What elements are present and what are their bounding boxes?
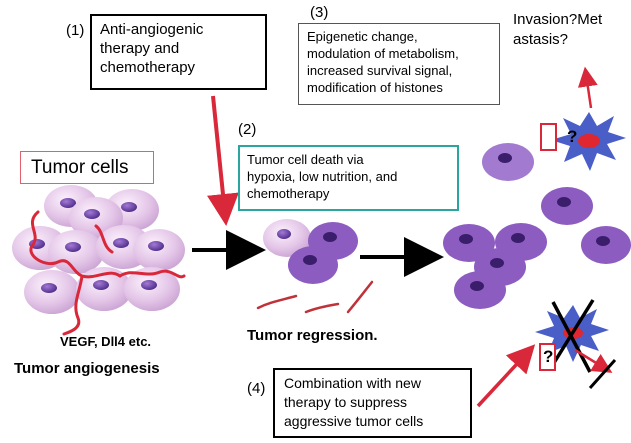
invasion-line: astasis? bbox=[513, 31, 569, 48]
question-box bbox=[540, 123, 557, 151]
therapy-arrow bbox=[207, 95, 239, 226]
tumor-regression-label: Tumor regression. bbox=[247, 327, 378, 344]
vegf-label: VEGF, Dll4 etc. bbox=[60, 334, 152, 349]
tumor-cell bbox=[24, 270, 80, 314]
step4-box: Combination with new therapy to suppress… bbox=[273, 368, 472, 438]
step2-line: chemotherapy bbox=[247, 186, 330, 201]
blood-vessels bbox=[29, 210, 186, 336]
tumor-cell bbox=[48, 230, 104, 274]
tumor-cell bbox=[454, 271, 506, 309]
step4-line: Combination with new bbox=[284, 375, 421, 391]
tumor-cell bbox=[443, 224, 495, 262]
invasion-label: Invasion?Met astasis? bbox=[513, 10, 602, 50]
tumor-cell bbox=[263, 219, 311, 257]
step2-line: Tumor cell death via bbox=[247, 152, 364, 167]
tumor-cell bbox=[133, 229, 185, 271]
invasion-line: Invasion?Met bbox=[513, 11, 603, 28]
regressing-cell-cluster bbox=[263, 219, 358, 284]
invasion-arrow bbox=[577, 66, 598, 109]
step2-number: (2) bbox=[238, 121, 257, 138]
tumor-cell-cluster bbox=[12, 185, 185, 314]
vessel-fragments bbox=[256, 280, 374, 314]
step2-line: hypoxia, low nutrition, and bbox=[247, 169, 398, 184]
tumor-cell bbox=[581, 226, 631, 264]
step3-line: increased survival signal, bbox=[307, 63, 453, 78]
tumor-cell bbox=[288, 246, 338, 284]
cross-out-line bbox=[550, 299, 595, 367]
surviving-cell-cluster bbox=[443, 143, 631, 309]
tumor-cell bbox=[541, 187, 593, 225]
step3-line: Epigenetic change, bbox=[307, 29, 418, 44]
step3-line: modification of histones bbox=[307, 80, 443, 95]
step3-number: (3) bbox=[310, 4, 329, 21]
step4-line: aggressive tumor cells bbox=[284, 413, 424, 429]
step1-number: (1) bbox=[66, 22, 85, 39]
tumor-cells-label: Tumor cells bbox=[20, 151, 154, 184]
invasive-cell bbox=[551, 112, 626, 171]
tumor-cell bbox=[482, 143, 534, 181]
tumor-cell bbox=[124, 267, 180, 311]
question-mark: ? bbox=[543, 347, 554, 366]
step1-line: Anti-angiogenic bbox=[100, 21, 204, 38]
blocked-invasion-arrow bbox=[574, 348, 613, 373]
tumor-angiogenesis-label: Tumor angiogenesis bbox=[14, 360, 160, 377]
step2-box: Tumor cell death via hypoxia, low nutrit… bbox=[238, 145, 459, 211]
step1-box: Anti-angiogenic therapy and chemotherapy bbox=[90, 14, 267, 90]
tumor-cells-text: Tumor cells bbox=[31, 157, 129, 178]
step4-line: therapy to suppress bbox=[284, 394, 407, 410]
combination-arrow bbox=[476, 344, 536, 408]
question-box bbox=[539, 343, 556, 371]
cross-out-line bbox=[588, 359, 617, 389]
step3-line: modulation of metabolism, bbox=[307, 46, 459, 61]
step4-number: (4) bbox=[247, 380, 266, 397]
step1-line: chemotherapy bbox=[100, 59, 196, 76]
step1-line: therapy and bbox=[100, 40, 180, 57]
question-mark: ? bbox=[567, 127, 578, 146]
step3-box: Epigenetic change, modulation of metabol… bbox=[298, 23, 500, 105]
